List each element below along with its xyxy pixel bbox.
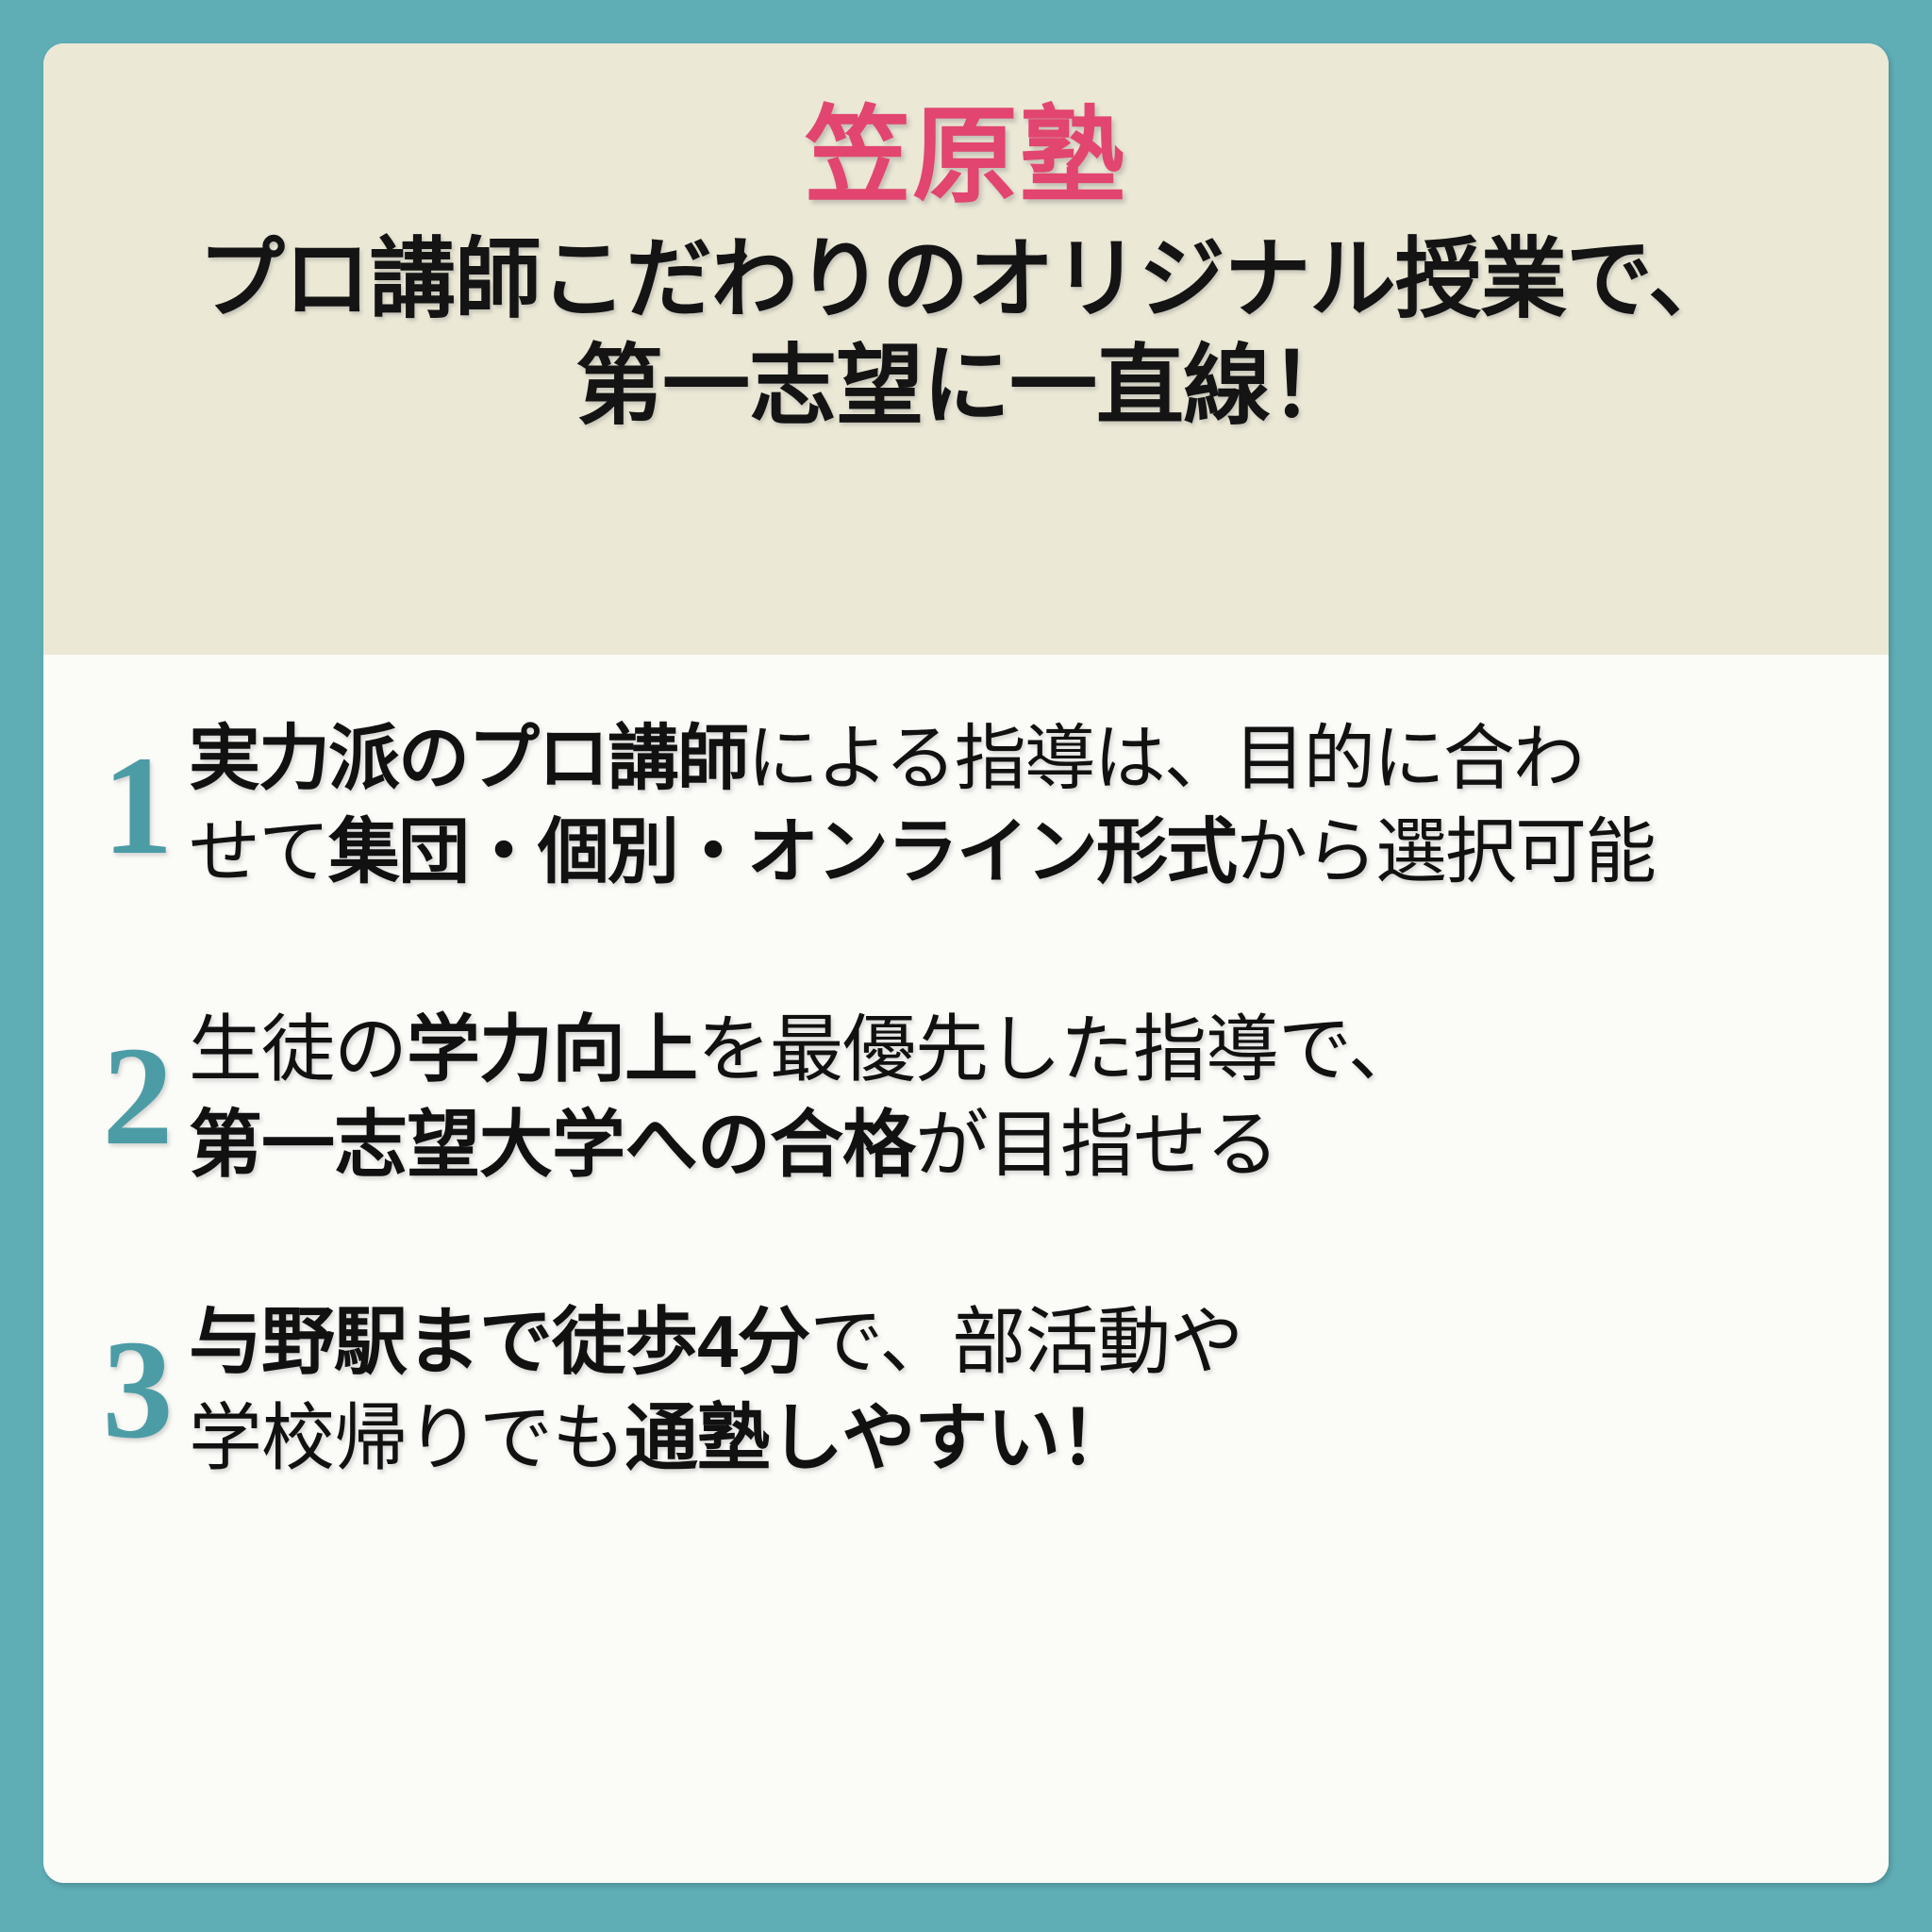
- point-3-line-2-pre: 学校帰りでも: [189, 1395, 625, 1479]
- point-number-2: 2: [102, 1018, 174, 1175]
- point-2-line-1-pre: 生徒の: [189, 1007, 408, 1091]
- point-item-1: 1 実力派のプロ講師による指導は、目的に合わ せて集団・個別・オンライン形式から…: [87, 713, 1845, 900]
- point-2-line-1: 生徒の学力向上を最優先した指導で、: [189, 1002, 1845, 1097]
- point-item-3: 3 与野駅まで徒歩4分で、部活動や 学校帰りでも通塾しやすい！: [87, 1294, 1845, 1486]
- poster-header: 笠原塾 プロ講師こだわりのオリジナル授業で、 第一志望に一直線！: [43, 43, 1889, 655]
- poster-card: 笠原塾 プロ講師こだわりのオリジナル授業で、 第一志望に一直線！ 1 実力派のプ…: [43, 43, 1889, 1883]
- point-text-1: 実力派のプロ講師による指導は、目的に合わ せて集団・個別・オンライン形式から選択…: [189, 713, 1845, 900]
- point-number-3: 3: [102, 1311, 174, 1469]
- point-1-line-2-bold: 集団・個別・オンライン形式: [328, 811, 1238, 892]
- point-3-line-1-bold: 与野駅まで徒歩4分: [189, 1300, 810, 1384]
- point-3-line-1-rest: で、部活動や: [809, 1300, 1243, 1384]
- point-1-line-1: 実力派のプロ講師による指導は、目的に合わ: [189, 713, 1845, 807]
- point-item-2: 2 生徒の学力向上を最優先した指導で、 第一志望大学への合格が目指せる: [87, 1002, 1845, 1193]
- point-2-line-1-rest: を最優先した指導で、: [697, 1007, 1422, 1091]
- point-1-line-2: せて集団・個別・オンライン形式から選択可能: [189, 807, 1845, 900]
- point-3-line-2-bold: 通塾しやすい！: [625, 1395, 1133, 1479]
- poster-subtitle: プロ講師こだわりのオリジナル授業で、 第一志望に一直線！: [81, 226, 1851, 441]
- point-1-line-1-rest: による指導は、目的に合わ: [747, 719, 1585, 799]
- point-1-line-2-pre: せて: [189, 811, 330, 892]
- point-3-line-1: 与野駅まで徒歩4分で、部活動や: [189, 1294, 1845, 1390]
- subtitle-line-2: 第一志望に一直線！: [575, 337, 1357, 436]
- brand-title: 笠原塾: [805, 97, 1127, 215]
- point-3-line-2: 学校帰りでも通塾しやすい！: [189, 1391, 1845, 1486]
- subtitle-line-1: プロ講師こだわりのオリジナル授業で、: [198, 230, 1734, 328]
- point-1-line-2-rest: から選択可能: [1236, 811, 1657, 892]
- point-2-line-2-rest: が目指せる: [915, 1102, 1279, 1186]
- point-text-3: 与野駅まで徒歩4分で、部活動や 学校帰りでも通塾しやすい！: [189, 1294, 1845, 1486]
- point-2-line-1-bold: 学力向上: [407, 1007, 698, 1091]
- points-list: 1 実力派のプロ講師による指導は、目的に合わ せて集団・個別・オンライン形式から…: [43, 655, 1889, 1883]
- point-2-line-2-bold: 第一志望大学への合格: [189, 1102, 916, 1186]
- point-1-line-1-bold: 実力派のプロ講師: [189, 719, 749, 799]
- point-2-line-2: 第一志望大学への合格が目指せる: [189, 1097, 1845, 1192]
- point-text-2: 生徒の学力向上を最優先した指導で、 第一志望大学への合格が目指せる: [189, 1002, 1845, 1193]
- point-number-1: 1: [102, 727, 174, 885]
